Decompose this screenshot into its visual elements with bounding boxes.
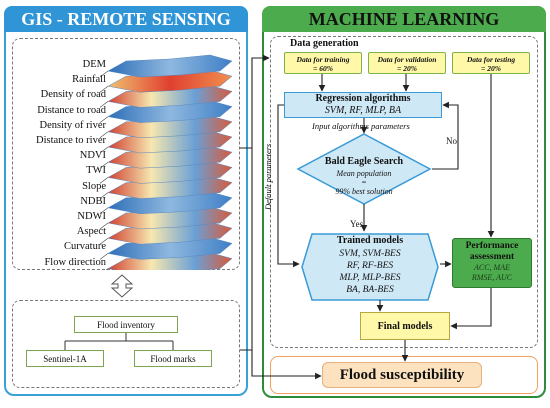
validation-line2: = 20% — [397, 64, 417, 73]
ml-panel-title: MACHINE LEARNING — [262, 6, 546, 32]
trained-hexagon — [301, 233, 439, 301]
trained-line: RF, RF-BES — [346, 261, 394, 271]
regression-subtitle: SVM, RF, MLP, BA — [324, 105, 402, 116]
bes-title: Bald Eagle Search — [324, 156, 404, 167]
layer-stack — [100, 54, 233, 270]
layer-leader-line — [100, 70, 109, 78]
performance-line2: RMSE, AUC — [471, 273, 513, 282]
performance-line1: ACC, MAE — [474, 263, 510, 272]
data-generation-label: Data generation — [290, 38, 359, 49]
layer-label: Aspect — [76, 226, 106, 238]
layer-leader-line — [100, 116, 109, 123]
layer-label: Slope — [82, 180, 106, 192]
input-params-label: Input algorithms parameters — [312, 121, 410, 131]
susceptibility-box: Flood susceptibility — [322, 362, 482, 388]
trained-line: BA, BA-BES — [346, 285, 394, 295]
bes-line2: = — [361, 178, 367, 187]
final-models-box: Final models — [360, 312, 450, 340]
performance-title2: assessment — [469, 252, 515, 262]
training-line1: Data for training — [296, 55, 350, 64]
layer-leader-line — [100, 237, 109, 245]
layer-leader-line — [100, 85, 109, 93]
layer-label: Curvature — [64, 241, 106, 253]
trained-lines: SVM, SVM-BES RF, RF-BES MLP, MLP-BES BA,… — [300, 248, 440, 296]
layer-leader-line — [100, 222, 109, 230]
layer-label: NDVI — [79, 150, 106, 162]
trained-line: SVM, SVM-BES — [339, 249, 401, 259]
trained-line: MLP, MLP-BES — [339, 273, 401, 283]
testing-box: Data for testing = 20% — [452, 52, 530, 74]
layer-label: DEM — [82, 59, 106, 70]
gis-panel-title: GIS - REMOTE SENSING — [4, 6, 248, 32]
layer-leader-line — [100, 161, 109, 169]
training-line2: = 60% — [313, 64, 333, 73]
flood-inventory-box: Flood inventory — [74, 316, 178, 333]
layer-label: Flow direction — [44, 256, 106, 268]
validation-line1: Data for validation — [377, 55, 437, 64]
layer-label: Density of river — [39, 119, 106, 131]
layer-label: Rainfall — [72, 74, 106, 86]
yes-label: Yes — [350, 219, 364, 229]
inventory-box — [12, 300, 240, 388]
layer-leader-line — [100, 207, 109, 215]
layer-label: NDWI — [77, 211, 106, 222]
no-label: No — [446, 136, 457, 146]
layer-leader-line — [100, 101, 109, 108]
performance-box: Performance assessment ACC, MAE RMSE, AU… — [452, 238, 532, 288]
layer-label: NDBI — [80, 195, 106, 207]
testing-line2: = 20% — [481, 64, 501, 73]
layer-label: Density of road — [40, 89, 106, 101]
performance-title1: Performance — [465, 241, 519, 251]
regression-title: Regression algorithms — [315, 93, 411, 104]
layer-leader-line — [100, 177, 109, 184]
process-box — [270, 36, 538, 348]
bes-line1: Mean population — [336, 169, 392, 178]
map-layer — [107, 54, 233, 78]
bes-line3: 99% best solution — [335, 187, 393, 196]
layer-leader-line — [100, 192, 109, 199]
layer-label: TWI — [86, 165, 106, 177]
testing-line1: Data for testing — [466, 55, 516, 64]
layer-label: Distance to road — [37, 104, 106, 116]
trained-title: Trained models — [336, 235, 404, 246]
layer-leader-line — [100, 146, 109, 154]
training-box: Data for training = 60% — [284, 52, 362, 74]
layer-leader-line — [100, 131, 109, 139]
validation-box: Data for validation = 20% — [368, 52, 446, 74]
regression-box: Regression algorithms SVM, RF, MLP, BA — [284, 92, 442, 118]
layer-label: Distance to river — [36, 135, 106, 146]
layer-leader-line — [100, 253, 109, 260]
double-arrow-icon — [110, 274, 134, 298]
flood-marks-box: Flood marks — [134, 350, 212, 367]
sentinel-box: Sentinel-1A — [26, 350, 104, 367]
